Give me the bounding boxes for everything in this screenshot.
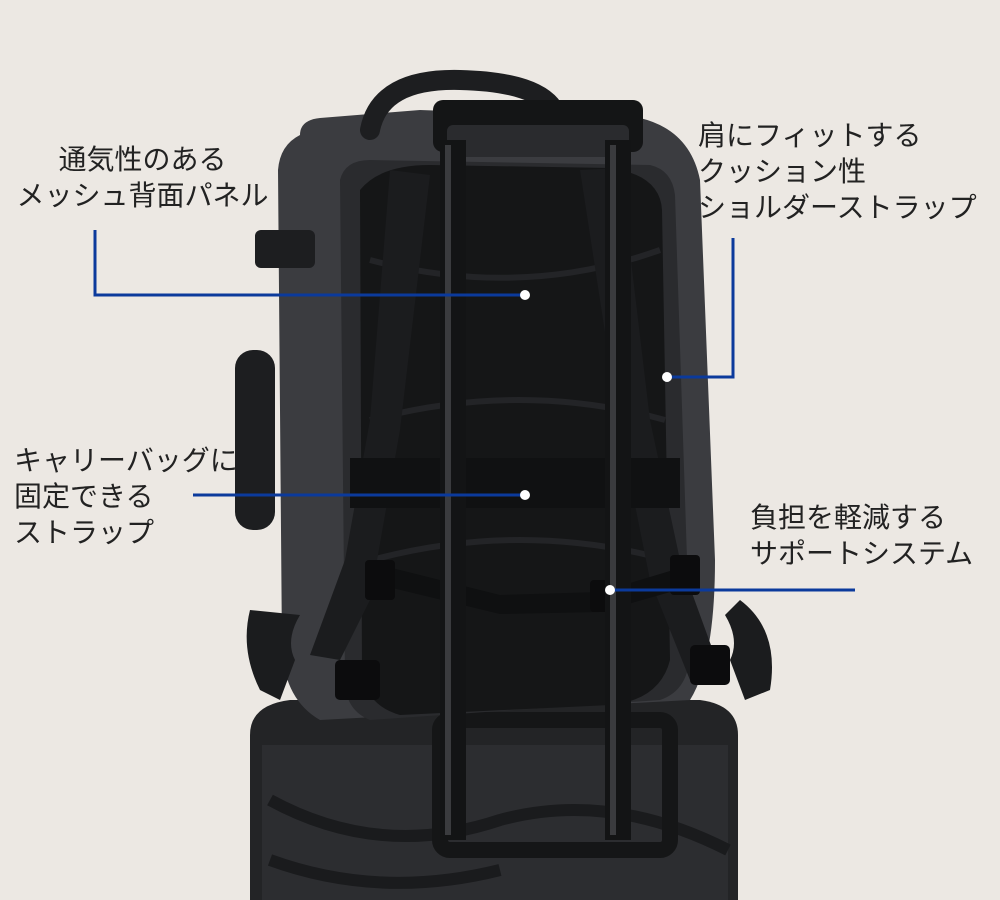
callout-support-system: 負担を軽減する サポートシステム: [750, 501, 974, 570]
backpack: [235, 69, 772, 720]
leader-lines: [93, 230, 855, 592]
callout-mesh-panel: 通気性のある メッシュ背面パネル: [16, 143, 269, 212]
trolley-handle: [433, 100, 643, 840]
suitcase: [250, 700, 738, 900]
callout-carry-strap: キャリーバッグに 固定できる ストラップ: [14, 444, 238, 549]
callout-shoulder-straps: 肩にフィットする クッション性 ショルダーストラップ: [698, 119, 977, 224]
callout-dots: [520, 290, 672, 595]
